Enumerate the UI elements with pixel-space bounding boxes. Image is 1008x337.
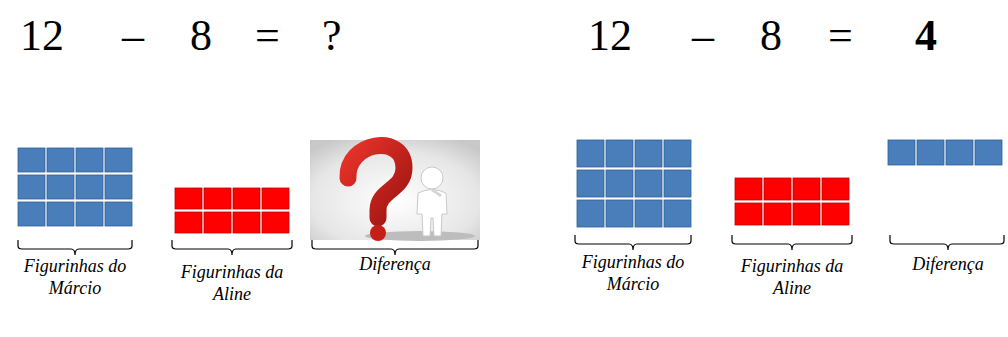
equation-term: 4 xyxy=(915,14,937,58)
sticker-square xyxy=(822,178,849,200)
sticker-square xyxy=(764,203,791,225)
equation-term: ? xyxy=(322,14,342,58)
equation-term: 12 xyxy=(20,14,64,58)
sticker-square xyxy=(822,203,849,225)
sticker-square xyxy=(233,212,260,233)
brace-caption: Figurinhas do Márcio xyxy=(19,256,131,299)
sticker-square xyxy=(175,188,202,209)
sticker-square xyxy=(664,200,691,227)
sticker-square xyxy=(204,188,231,209)
sticker-square xyxy=(18,148,45,172)
sticker-square xyxy=(18,175,45,199)
sticker-square xyxy=(18,202,45,226)
sticker-square xyxy=(204,212,231,233)
sticker-square xyxy=(635,170,662,197)
sticker-square xyxy=(577,170,604,197)
sticker-square xyxy=(793,178,820,200)
sticker-square xyxy=(606,200,633,227)
equation-term: = xyxy=(828,14,853,58)
sticker-square xyxy=(175,212,202,233)
sticker-square xyxy=(262,188,289,209)
sticker-square xyxy=(47,202,74,226)
sticker-square xyxy=(946,140,973,165)
sticker-square xyxy=(975,140,1002,165)
equation-term: – xyxy=(122,14,144,58)
sticker-grids xyxy=(18,140,1002,233)
sticker-square xyxy=(47,175,74,199)
sticker-square xyxy=(635,140,662,167)
braces xyxy=(18,235,1004,255)
equation-term: = xyxy=(255,14,280,58)
sticker-square xyxy=(105,148,132,172)
sticker-square xyxy=(47,148,74,172)
sticker-square xyxy=(606,170,633,197)
equation-term: 12 xyxy=(588,14,632,58)
sticker-square xyxy=(105,202,132,226)
sticker-square xyxy=(793,203,820,225)
sticker-square xyxy=(735,178,762,200)
equation-term: – xyxy=(692,14,714,58)
sticker-square xyxy=(105,175,132,199)
question-illustration xyxy=(310,140,480,241)
sticker-square xyxy=(917,140,944,165)
brace-caption: Figurinhas da Aline xyxy=(176,262,288,305)
sticker-square xyxy=(888,140,915,165)
sticker-square xyxy=(577,200,604,227)
equation-term: 8 xyxy=(190,14,212,58)
sticker-square xyxy=(577,140,604,167)
brace-caption: Diferença xyxy=(320,254,470,276)
sticker-square xyxy=(233,188,260,209)
sticker-square xyxy=(76,202,103,226)
sticker-square xyxy=(735,203,762,225)
sticker-square xyxy=(764,178,791,200)
sticker-square xyxy=(635,200,662,227)
brace-caption: Figurinhas da Aline xyxy=(736,256,848,299)
sticker-square xyxy=(76,148,103,172)
equation-term: 8 xyxy=(760,14,782,58)
sticker-square xyxy=(664,140,691,167)
brace-caption: Figurinhas do Márcio xyxy=(577,252,689,295)
brace-caption: Diferença xyxy=(893,254,1003,276)
sticker-square xyxy=(664,170,691,197)
sticker-square xyxy=(262,212,289,233)
sticker-square xyxy=(606,140,633,167)
sticker-square xyxy=(76,175,103,199)
